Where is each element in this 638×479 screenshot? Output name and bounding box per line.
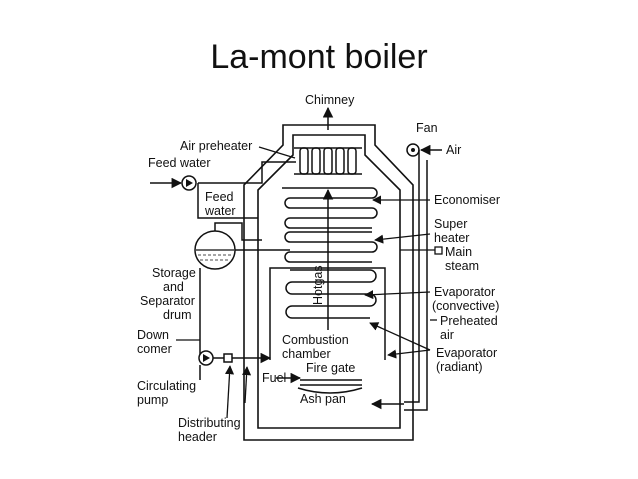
label-chimney: Chimney: [305, 93, 355, 107]
label-air-preheater: Air preheater: [180, 139, 252, 153]
boiler-outer-wall: [243, 124, 414, 441]
label-main-steam-2: steam: [445, 259, 479, 273]
storage-separator-drum: [194, 230, 236, 270]
label-dist-header-2: header: [178, 430, 217, 444]
evaporator-convective-coil: [285, 269, 377, 319]
label-storage-2: and: [163, 280, 184, 294]
label-down-comer-2: comer: [137, 342, 172, 356]
boiler-inner-wall: [257, 134, 401, 429]
label-feed-water-2: water: [204, 204, 236, 218]
label-fan: Fan: [416, 121, 438, 135]
label-storage-4: drum: [163, 308, 191, 322]
header-lines: [199, 352, 272, 380]
label-storage-1: Storage: [152, 266, 196, 280]
label-evap-rad-2: (radiant): [436, 360, 483, 374]
label-dist-header-1: Distributing: [178, 416, 241, 430]
label-air: Air: [446, 143, 461, 157]
preheated-air-duct: [404, 150, 428, 411]
label-fuel: Fuel: [262, 371, 286, 385]
label-evap-conv-1: Evaporator: [434, 285, 495, 299]
main-steam-valve: [434, 246, 443, 255]
circulating-pump-arrow: [203, 354, 210, 362]
feed-pump-arrow: [186, 179, 193, 187]
economiser-coil: [282, 187, 378, 229]
fire-gate: [297, 379, 363, 394]
air-preheater: [294, 147, 362, 175]
fan-hub: [411, 148, 415, 152]
label-super-heater-2: heater: [434, 231, 469, 245]
label-feed-water-1: Feed: [205, 190, 234, 204]
label-preheated-2: air: [440, 328, 454, 342]
feed-water-line: [150, 161, 296, 219]
label-hotgas: Hotgas: [311, 265, 325, 305]
label-storage-3: Separator: [140, 294, 195, 308]
super-heater-coil: [284, 231, 378, 263]
distributing-header: [223, 353, 233, 363]
label-economiser: Economiser: [434, 193, 500, 207]
slide-title: La-mont boiler: [210, 38, 428, 76]
label-circ-pump-1: Circulating: [137, 379, 196, 393]
label-preheated-1: Preheated: [440, 314, 498, 328]
label-ash-pan: Ash pan: [300, 392, 346, 406]
label-combustion-1: Combustion: [282, 333, 349, 347]
label-circ-pump-2: pump: [137, 393, 168, 407]
label-down-comer-1: Down: [137, 328, 169, 342]
label-super-heater-1: Super: [434, 217, 467, 231]
label-fire-gate: Fire gate: [306, 361, 355, 375]
label-feed-water-in: Feed water: [148, 156, 211, 170]
label-combustion-2: chamber: [282, 347, 331, 361]
label-evap-conv-2: (convective): [432, 299, 499, 313]
leader-lines: [176, 146, 437, 419]
label-main-steam-1: Main: [445, 245, 472, 259]
label-evap-rad-1: Evaporator: [436, 346, 497, 360]
